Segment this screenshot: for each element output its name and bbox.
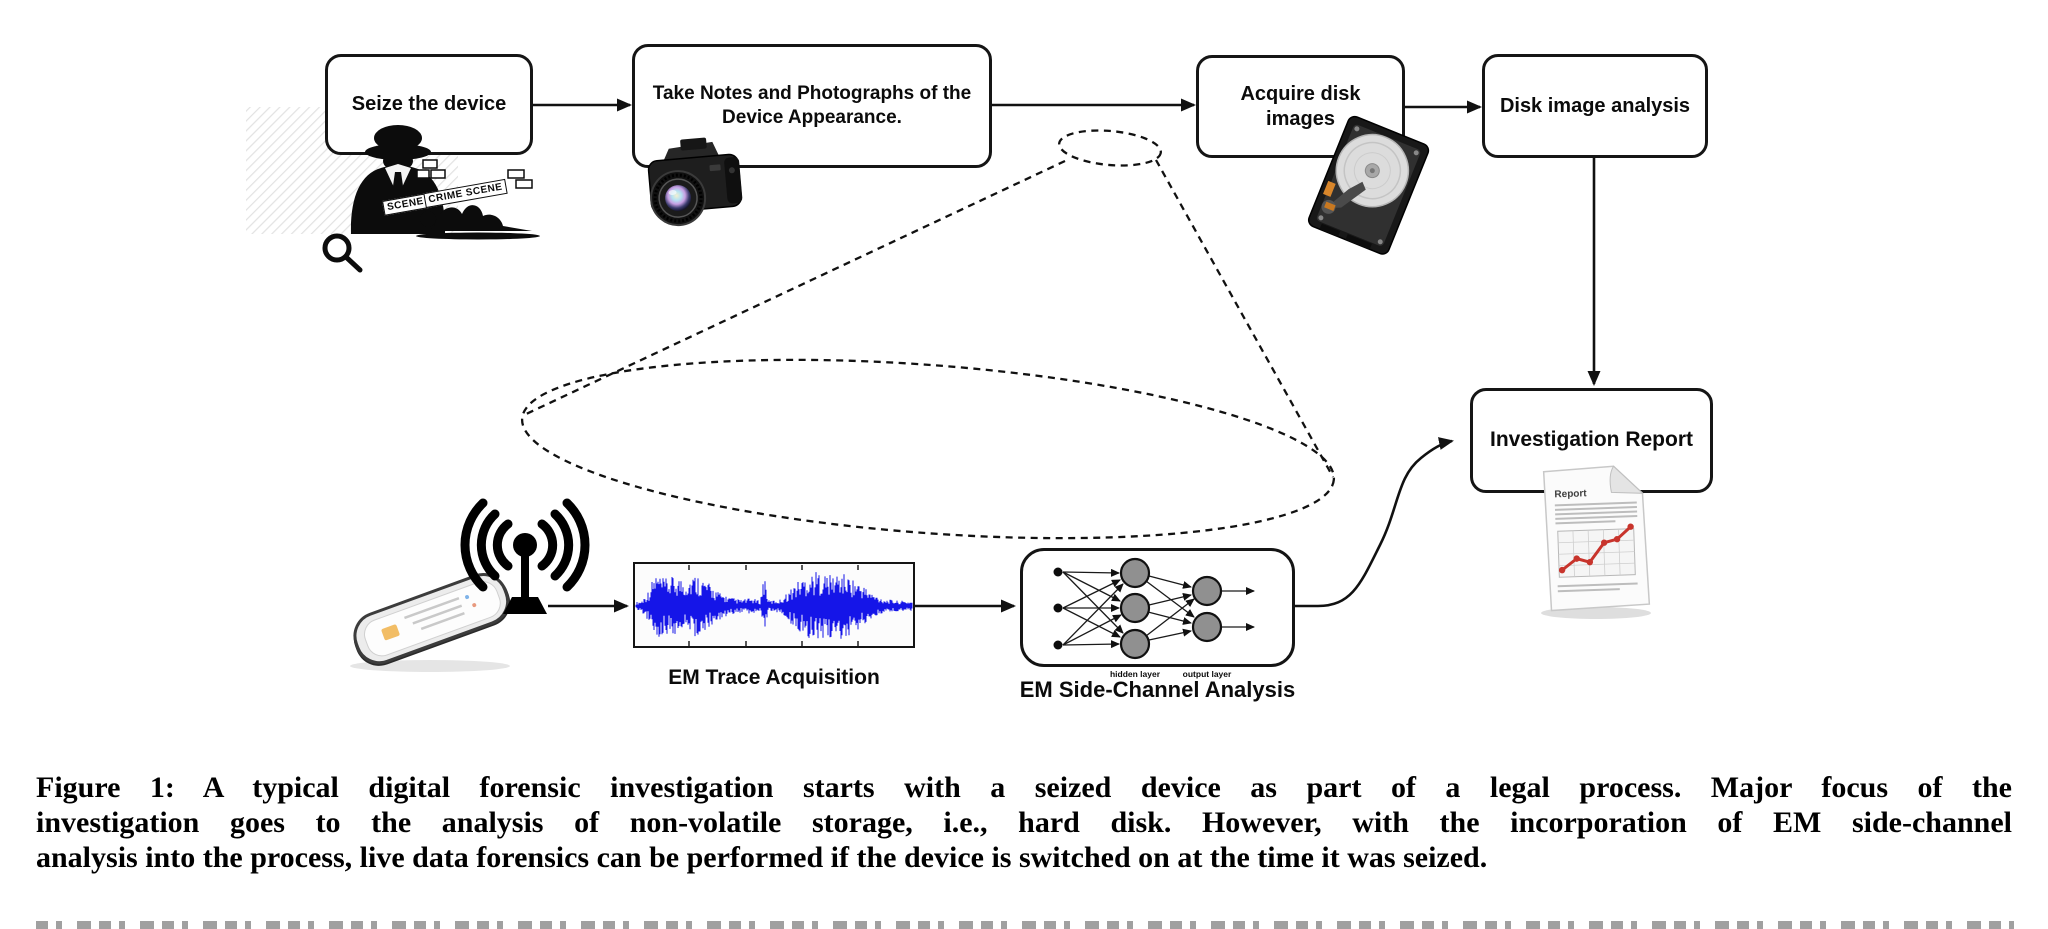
flow-box-take-notes: Take Notes and Photographs of the Device… <box>632 44 992 168</box>
neural-network-box <box>1020 548 1295 667</box>
flow-box-disk-image-analysis: Disk image analysis <box>1482 54 1708 158</box>
caption-line: Figure 1: A typical digital forensic inv… <box>36 771 2012 804</box>
flow-box-label: Seize the device <box>351 93 507 115</box>
crime-scene-tape-left: SCENE <box>382 193 429 216</box>
figure-caption: Figure 1: A typical digital forensic inv… <box>36 770 2012 875</box>
victim-body-silhouette <box>420 205 532 231</box>
flow-box-acquire-disk-images: Acquire disk images <box>1196 55 1405 158</box>
flow-box-label: Disk image analysis <box>1499 94 1691 117</box>
nn-output-layer-label: output layer <box>1182 669 1232 679</box>
em-side-channel-analysis-label: EM Side-Channel Analysis <box>1019 677 1296 702</box>
flow-box-label: Investigation Report <box>1489 428 1694 452</box>
report-chart <box>1557 523 1636 578</box>
dashed-emission-cone <box>520 129 1336 540</box>
nn-hidden-layer-label: hidden layer <box>1109 669 1161 679</box>
report-paragraph-lines <box>1554 501 1638 593</box>
flow-arrows <box>533 98 1601 613</box>
detective-collar <box>385 164 411 196</box>
crime-scene-tape-right: CRIME SCENE <box>423 178 508 209</box>
flow-box-label: Take Notes and Photographs of the Device… <box>652 83 972 128</box>
magnifying-glass-icon <box>322 233 363 273</box>
cropped-text-line <box>36 921 2014 929</box>
flow-box-investigation-report: Investigation Report <box>1470 388 1713 493</box>
em-trace-plot-frame <box>633 562 915 648</box>
antenna-icon <box>460 498 590 614</box>
caption-line: analysis into the process, live data for… <box>36 841 1488 874</box>
caption-line: investigation goes to the analysis of no… <box>36 806 2012 839</box>
detective-tie <box>393 172 403 198</box>
flow-box-seize-device: Seize the device <box>325 54 533 155</box>
arrow-sca-to-report <box>1295 437 1454 608</box>
em-trace-acquisition-label: EM Trace Acquisition <box>668 666 880 689</box>
flow-box-label: Acquire disk images <box>1240 82 1361 130</box>
smartphone-icon <box>350 573 511 672</box>
